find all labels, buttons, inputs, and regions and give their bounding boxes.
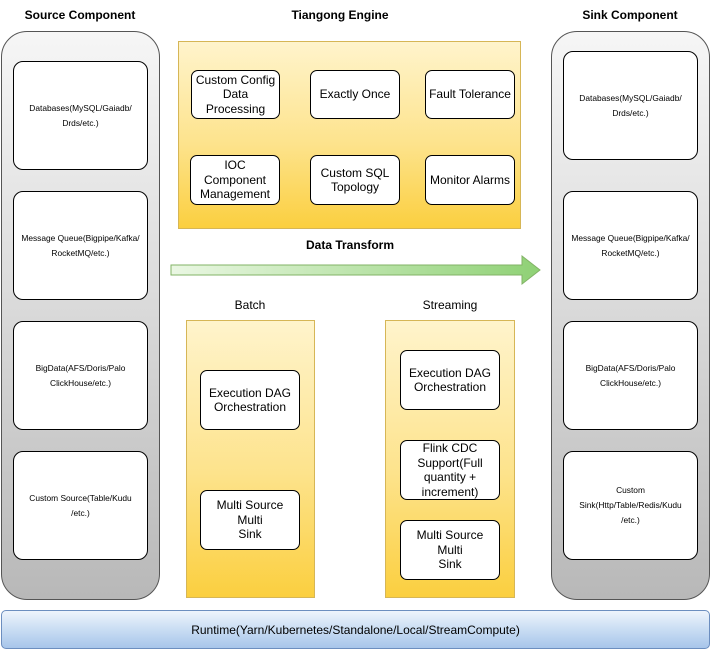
engine-title: Tiangong Engine: [291, 8, 389, 22]
sink-databases-box: Databases(MySQL/Gaiadb/ Drds/etc.): [563, 51, 698, 160]
custom-sql-node: Custom SQL Topology: [310, 155, 400, 205]
sink-bigdata-box: BigData(AFS/Doris/Palo ClickHouse/etc.): [563, 321, 698, 430]
batch-label: Batch: [234, 298, 266, 312]
runtime-bar: Runtime(Yarn/Kubernetes/Standalone/Local…: [1, 610, 710, 649]
data-transform-label: Data Transform: [305, 238, 395, 252]
ioc-component-node: IOC Component Management: [190, 155, 280, 205]
source-custom-box: Custom Source(Table/Kudu /etc.): [13, 451, 148, 560]
source-message-queue-box: Message Queue(Bigpipe/Kafka/ RocketMQ/et…: [13, 191, 148, 300]
sink-component-title: Sink Component: [582, 8, 678, 22]
flink-cdc-node: Flink CDC Support(Full quantity + increm…: [400, 440, 500, 500]
source-bigdata-box: BigData(AFS/Doris/Palo ClickHouse/etc.): [13, 321, 148, 430]
streaming-multi-source-node: Multi Source Multi Sink: [400, 520, 500, 580]
source-component-title: Source Component: [24, 8, 136, 22]
data-transform-arrow: [170, 254, 541, 286]
sink-custom-box: Custom Sink(Http/Table/Redis/Kudu /etc.): [563, 451, 698, 560]
sink-message-queue-box: Message Queue(Bigpipe/Kafka/ RocketMQ/et…: [563, 191, 698, 300]
batch-multi-source-node: Multi Source Multi Sink: [200, 490, 300, 550]
source-databases-box: Databases(MySQL/Gaiadb/ Drds/etc.): [13, 61, 148, 170]
monitor-alarms-node: Monitor Alarms: [425, 155, 515, 205]
batch-panel: [186, 320, 315, 598]
runtime-label: Runtime(Yarn/Kubernetes/Standalone/Local…: [191, 622, 520, 637]
streaming-label: Streaming: [422, 298, 478, 312]
custom-config-node: Custom Config Data Processing: [191, 70, 280, 119]
fault-tolerance-node: Fault Tolerance: [425, 70, 515, 119]
batch-dag-node: Execution DAG Orchestration: [200, 370, 300, 430]
exactly-once-node: Exactly Once: [310, 70, 400, 119]
streaming-dag-node: Execution DAG Orchestration: [400, 350, 500, 410]
